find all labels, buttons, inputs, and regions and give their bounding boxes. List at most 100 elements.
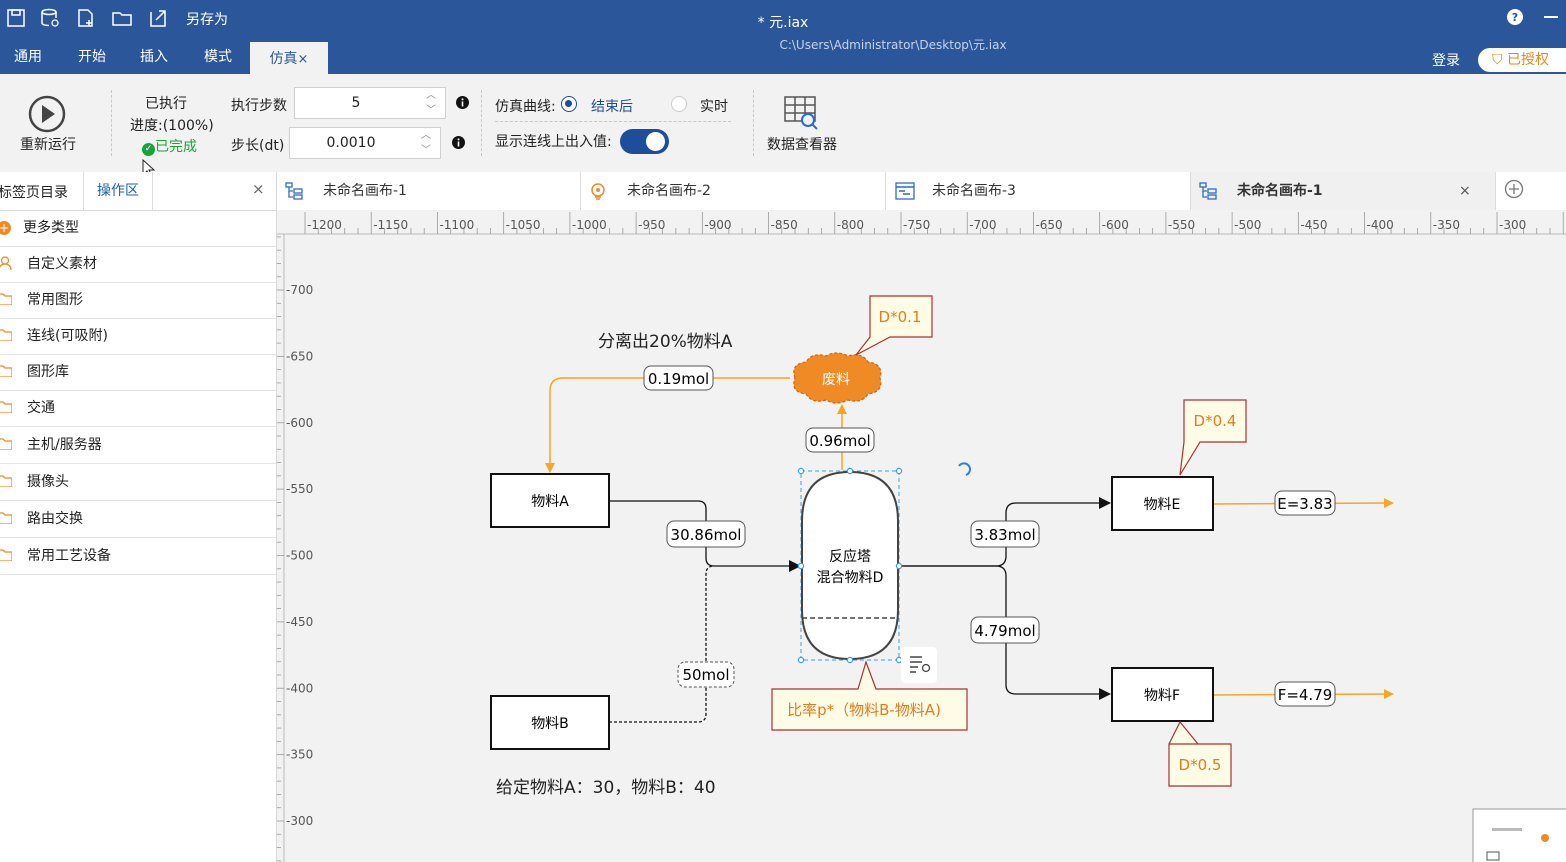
material-b-connector[interactable] <box>609 565 715 723</box>
output-label-e[interactable]: E=3.83 <box>1274 490 1336 516</box>
tab-insert[interactable]: 插入 <box>140 49 168 65</box>
ruler-y-tick-label: -450 <box>286 615 313 629</box>
info-icon[interactable] <box>452 136 465 149</box>
close-icon[interactable]: × <box>297 52 309 67</box>
flow-label-waste[interactable]: 0.96mol <box>805 427 875 453</box>
note-separate[interactable]: 分离出20%物料A <box>598 332 733 352</box>
save-as-button[interactable]: 另存为 <box>186 12 228 28</box>
selection-handles[interactable] <box>797 467 903 664</box>
progress-label: 进度:(100%) <box>130 118 214 134</box>
note-given[interactable]: 给定物料A：30，物料B：40 <box>496 778 716 798</box>
material-a-node[interactable]: 物料A <box>490 473 610 528</box>
flow-label-f[interactable]: 4.79mol <box>970 616 1040 644</box>
database-icon[interactable] <box>40 8 60 28</box>
minimize-icon[interactable] <box>1544 16 1558 18</box>
tree-icon <box>285 182 303 200</box>
rerun-label[interactable]: 重新运行 <box>20 137 76 153</box>
radio-realtime-label[interactable]: 实时 <box>700 99 728 115</box>
radio-after[interactable] <box>561 96 577 112</box>
steps-input[interactable]: 5 <box>294 87 418 119</box>
open-folder-icon[interactable] <box>112 8 132 28</box>
canvas-tab-4-active[interactable]: 未命名画布-1 × <box>1191 172 1496 211</box>
canvas-tab-label: 未命名画布-1 <box>323 183 407 199</box>
tab-simulation[interactable]: 仿真× <box>250 40 328 76</box>
canvas-tab-3[interactable]: 未命名画布-3 <box>886 172 1191 211</box>
new-file-icon[interactable] <box>76 8 96 28</box>
list-item-connectors[interactable]: 连线(可吸附) <box>0 318 276 355</box>
shape-settings-button[interactable] <box>901 647 937 683</box>
diagram-svg: -1200-1150-1100-1050-1000-950-900-850-80… <box>277 210 1566 862</box>
tab-workspace[interactable]: 操作区 <box>83 172 153 210</box>
list-item-servers[interactable]: 主机/服务器 <box>0 427 276 464</box>
material-f-node[interactable]: 物料F <box>1111 667 1214 722</box>
list-item-shape-library[interactable]: 图形库 <box>0 354 276 391</box>
close-icon[interactable]: × <box>1459 183 1471 199</box>
list-item-more-types[interactable]: +更多类型 <box>0 210 276 247</box>
list-item-custom-assets[interactable]: 自定义素材 <box>0 246 276 283</box>
canvas-tab-1[interactable]: 未命名画布-1 <box>277 172 581 211</box>
list-item-process-equipment[interactable]: 常用工艺设备 <box>0 538 276 575</box>
output-label-f[interactable]: F=4.79 <box>1274 681 1336 707</box>
radio-after-label[interactable]: 结束后 <box>591 99 633 115</box>
canvas-tab-label: 未命名画布-3 <box>932 183 1016 199</box>
show-values-toggle[interactable] <box>620 129 669 154</box>
export-icon[interactable] <box>148 8 168 28</box>
chevron-up-icon[interactable]: ︿ <box>421 130 431 141</box>
title-bar: 另存为 * 元.iax C:\Users\Administrator\Deskt… <box>0 0 1566 76</box>
flow-label-e[interactable]: 3.83mol <box>970 520 1040 548</box>
reactor-node[interactable]: 反应塔 混合物料D <box>797 467 903 664</box>
add-canvas-tab[interactable] <box>1496 172 1566 211</box>
callout-reactor[interactable]: 比率p*（物料B-物料A) <box>771 660 968 731</box>
list-item-traffic[interactable]: 交通 <box>0 390 276 427</box>
minimap[interactable] <box>1472 808 1566 862</box>
lightbulb-icon <box>591 183 605 200</box>
drawing-canvas[interactable]: -1200-1150-1100-1050-1000-950-900-850-80… <box>277 210 1566 862</box>
ruler-y-tick-label: -300 <box>286 814 313 828</box>
shield-icon: ⛉ <box>1492 52 1503 68</box>
steps-stepper[interactable]: ︿﹀ <box>417 87 446 119</box>
waste-node[interactable]: 废料 <box>793 352 882 404</box>
play-icon[interactable] <box>27 94 67 134</box>
radio-realtime[interactable] <box>671 96 687 112</box>
data-viewer-label[interactable]: 数据查看器 <box>767 137 837 153</box>
folder-icon <box>0 401 12 413</box>
info-icon[interactable] <box>456 96 469 109</box>
callout-f[interactable]: D*0.5 <box>1168 720 1232 787</box>
chevron-up-icon[interactable]: ︿ <box>426 90 436 101</box>
canvas-tab-2[interactable]: 未命名画布-2 <box>581 172 886 211</box>
chevron-down-icon[interactable]: ﹀ <box>426 105 436 116</box>
question-circle-icon[interactable]: ? <box>1506 8 1524 26</box>
flow-label-return[interactable]: 0.19mol <box>643 365 714 391</box>
plus-circle-icon[interactable] <box>1504 179 1524 199</box>
material-b-node[interactable]: 物料B <box>490 695 610 750</box>
tab-general[interactable]: 通用 <box>14 49 42 65</box>
dt-input[interactable]: 0.0010 <box>289 127 413 159</box>
close-icon[interactable]: × <box>252 180 265 198</box>
data-table-search-icon[interactable] <box>784 96 818 130</box>
recycle-connector[interactable] <box>545 377 790 473</box>
list-item-routing[interactable]: 路由交换 <box>0 501 276 538</box>
material-e-node[interactable]: 物料E <box>1111 476 1214 531</box>
reactor-subtitle: 混合物料D <box>817 570 884 586</box>
chevron-down-icon[interactable]: ﹀ <box>421 145 431 156</box>
list-item-cameras[interactable]: 摄像头 <box>0 464 276 501</box>
list-item-label: 交通 <box>27 400 55 416</box>
flow-label-a[interactable]: 30.86mol <box>666 520 746 548</box>
reactor-title: 反应塔 <box>829 548 871 565</box>
dt-stepper[interactable]: ︿﹀ <box>412 127 441 159</box>
list-item-common-shapes[interactable]: 常用图形 <box>0 282 276 319</box>
flow-label-b[interactable]: 50mol <box>677 661 735 688</box>
loading-spinner-icon <box>958 462 971 476</box>
svg-text:E=3.83: E=3.83 <box>1277 495 1332 513</box>
tab-start[interactable]: 开始 <box>78 49 106 65</box>
svg-text:0.19mol: 0.19mol <box>648 370 709 388</box>
tab-mode[interactable]: 模式 <box>204 49 232 65</box>
callout-waste[interactable]: D*0.1 <box>855 295 933 356</box>
ruler-y-tick-label: -700 <box>286 283 313 297</box>
ruler-x-tick-label: -850 <box>771 218 798 232</box>
licensed-badge[interactable]: ⛉ 已授权 <box>1478 48 1566 72</box>
login-button[interactable]: 登录 <box>1432 53 1460 69</box>
tab-bookmarks[interactable]: 标签页目录 <box>0 185 68 201</box>
callout-e[interactable]: D*0.4 <box>1179 399 1247 476</box>
save-icon[interactable] <box>6 8 26 28</box>
